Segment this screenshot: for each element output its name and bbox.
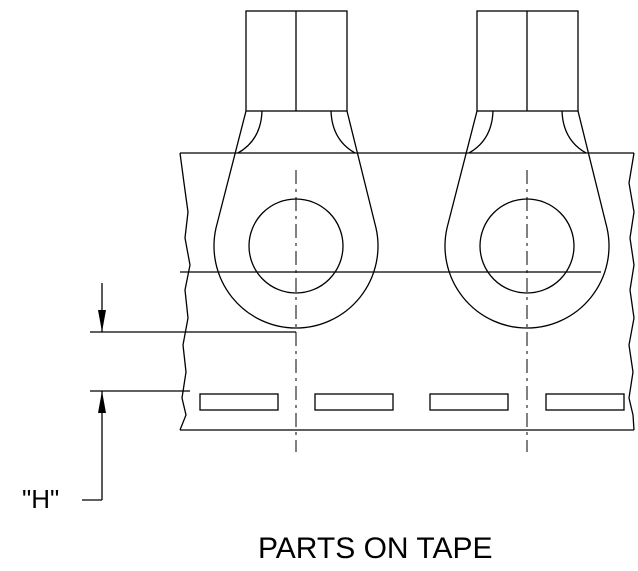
ring-terminal — [444, 10, 610, 329]
arrowhead-down — [98, 310, 106, 332]
sprocket-holes — [199, 393, 625, 411]
terminal-ring-outline — [213, 110, 379, 329]
sprocket-hole — [429, 393, 509, 411]
terminal-neck-left — [237, 110, 263, 154]
arrowhead-up — [98, 391, 106, 413]
ring-terminal — [213, 10, 379, 329]
sprocket-hole — [314, 393, 394, 411]
tape-left-break — [179, 152, 191, 431]
dimension-label: "H" — [22, 484, 59, 514]
terminal-neck-right — [330, 110, 356, 154]
terminal-ring-outline — [444, 110, 610, 329]
drawing-caption: PARTS ON TAPE — [258, 532, 493, 565]
terminal-neck-right — [561, 110, 587, 154]
sprocket-hole — [199, 393, 279, 411]
terminal-neck-left — [468, 110, 494, 154]
dimension-h: "H" — [22, 283, 296, 514]
sprocket-hole — [545, 393, 625, 411]
carrier-tape — [179, 152, 635, 431]
tape-right-break — [628, 152, 635, 431]
